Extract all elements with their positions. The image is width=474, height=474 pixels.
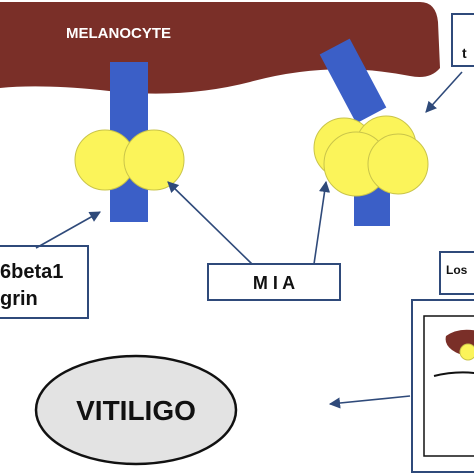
melanocyte-membrane <box>0 2 440 94</box>
vitiligo-label: VITILIGO <box>76 395 196 426</box>
melanocyte-label: MELANOCYTE <box>66 25 171 42</box>
mia-label-box: M I A <box>207 263 341 301</box>
right-receptor-complex <box>313 38 429 226</box>
arrow-inset-to-vitiligo <box>328 395 411 409</box>
right-mia-protein <box>367 133 429 195</box>
top-right-label-box: t <box>451 13 474 67</box>
left-mia-protein <box>123 129 185 191</box>
inset-mia-protein <box>459 343 474 361</box>
arrow-integrin-to-receptor <box>35 211 101 249</box>
right-receptor-tilted <box>319 38 387 124</box>
loss-label: Los <box>446 263 468 277</box>
integrin-label-box: 6beta1 grin <box>0 245 89 319</box>
loss-label-box: Los <box>439 251 474 295</box>
left-receptor-complex <box>74 62 185 222</box>
inset-illustration-box <box>411 299 474 473</box>
arrow-mia-to-right-protein <box>313 180 331 265</box>
integrin-label-line2: grin <box>0 288 38 310</box>
integrin-label-line1: 6beta1 <box>0 261 63 283</box>
mia-label: M I A <box>253 273 295 293</box>
arrow-label-to-tilted-receptor <box>425 71 463 113</box>
vitiligo-ellipse: VITILIGO <box>34 354 238 466</box>
top-right-label: t <box>462 45 467 61</box>
inset-surface-line <box>433 371 474 377</box>
arrow-mia-to-left-protein <box>167 181 253 265</box>
